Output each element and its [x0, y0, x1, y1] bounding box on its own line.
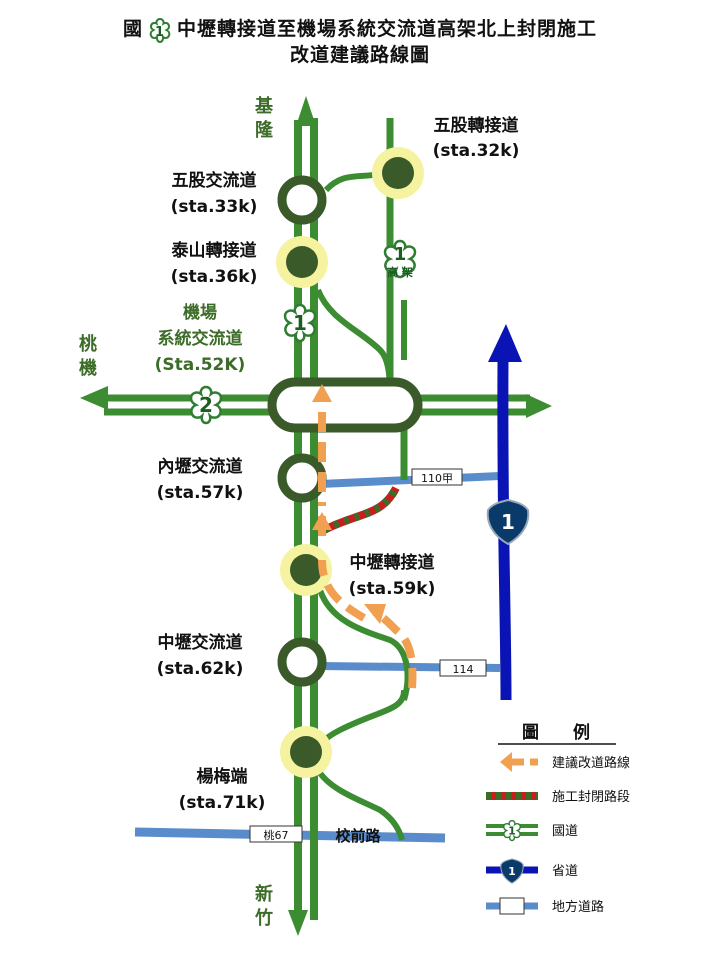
svg-text:1: 1	[508, 865, 516, 878]
zhongli-junction	[280, 544, 332, 596]
south-arrow-icon	[288, 910, 308, 936]
shield-number: 2	[199, 393, 213, 417]
legend-provincial-shield-icon: 1	[500, 858, 524, 884]
airport-system-interchange	[267, 377, 423, 433]
direction-south-2: 竹	[254, 907, 273, 929]
label-wugu-junction-name: 五股轉接道	[434, 115, 519, 136]
label-airport-sta: (Sta.52K)	[155, 355, 246, 375]
label-wugu-interchange-sta: (sta.33k)	[171, 197, 258, 217]
legend-title: 圖 例	[522, 722, 590, 743]
label-wugu-interchange-name: 五股交流道	[172, 170, 257, 191]
label-zhongli-junction-name: 中壢轉接道	[350, 552, 435, 573]
legend: 圖 例 建議改道路線 施工封閉路段 1 國道 1 省道 地方道路	[486, 722, 630, 915]
legend-closure-label: 施工封閉路段	[552, 789, 630, 805]
road-label-xiaoqian: 校前路	[335, 827, 381, 845]
legend-national-label: 國道	[552, 824, 578, 839]
elevated-label: 高 架	[387, 265, 413, 279]
shield-number: 1	[293, 311, 307, 335]
direction-west-1: 桃	[79, 333, 97, 355]
detour-arrow-3-icon	[312, 384, 332, 402]
legend-local-label: 地方道路	[552, 899, 604, 915]
national-2-shield-icon: 2	[189, 385, 223, 425]
provincial-north-arrow-icon	[488, 324, 522, 362]
label-zhongli-interchange-name: 中壢交流道	[158, 632, 243, 653]
yangmei-end	[280, 726, 332, 778]
provincial-1-shield-icon: 1	[486, 498, 530, 546]
direction-west-2: 機	[79, 357, 97, 379]
north-arrow-icon	[296, 96, 316, 126]
label-neili-sta: (sta.57k)	[157, 483, 244, 503]
label-airport-name2: 系統交流道	[158, 328, 243, 349]
label-yangmei-sta: (sta.71k)	[179, 793, 266, 813]
legend-national-shield-icon: 1	[503, 819, 521, 842]
svg-text:1: 1	[508, 824, 516, 837]
legend-detour-icon	[500, 752, 512, 772]
zhongli-interchange	[277, 637, 327, 687]
direction-south-1: 新	[255, 883, 273, 905]
shield-number: 1	[501, 510, 515, 534]
label-taishan-junction-name: 泰山轉接道	[172, 240, 257, 261]
taishan-junction	[276, 236, 328, 288]
map-title-line2: 改道建議路線圖	[289, 44, 430, 66]
road-label-114: 114	[439, 659, 487, 677]
provincial-highway-1	[488, 324, 522, 701]
label-zhongli-interchange-sta: (sta.62k)	[157, 659, 244, 679]
title-badge-number: 1	[155, 25, 165, 40]
local-road-110	[319, 472, 501, 488]
road-label-tao67: 桃67	[249, 825, 303, 843]
direction-north-1: 基	[254, 95, 274, 117]
legend-detour-label: 建議改道路線	[552, 755, 630, 771]
detour-arrow-2-icon	[312, 512, 332, 530]
detour-route	[312, 384, 417, 689]
label-zhongli-junction-sta: (sta.59k)	[349, 579, 436, 599]
national-freeway-2	[80, 386, 552, 418]
direction-north-2: 隆	[255, 119, 274, 141]
road-label-110: 110甲	[411, 468, 463, 486]
neili-interchange	[277, 453, 327, 503]
svg-text:114: 114	[453, 663, 474, 676]
label-wugu-junction-sta: (sta.32k)	[433, 141, 520, 161]
west-arrow-icon	[80, 386, 108, 410]
national-freeway-badge-icon: 1	[149, 17, 171, 43]
label-airport-name: 機場	[183, 302, 217, 323]
svg-text:110甲: 110甲	[421, 472, 453, 485]
svg-text:桃67: 桃67	[264, 828, 289, 842]
east-arrow-icon	[526, 394, 552, 418]
title-prefix: 國	[122, 18, 143, 40]
legend-provincial-label: 省道	[552, 864, 578, 879]
wugu-interchange	[277, 175, 327, 225]
detour-arrow-1-icon	[364, 604, 386, 624]
wugu-junction	[372, 147, 424, 199]
label-neili-name: 內壢交流道	[158, 456, 243, 477]
closure-section-pattern	[322, 486, 400, 534]
national-1-elevated-shield-icon: 1 高 架	[383, 239, 417, 279]
label-yangmei-name: 楊梅端	[197, 766, 248, 787]
national-1-shield-icon: 1	[283, 303, 317, 343]
title-suffix: 中壢轉接道至機場系統交流道高架北上封閉施工	[177, 18, 598, 40]
shield-number: 1	[394, 244, 407, 265]
label-taishan-junction-sta: (sta.36k)	[171, 267, 258, 287]
legend-local-box	[499, 897, 525, 915]
